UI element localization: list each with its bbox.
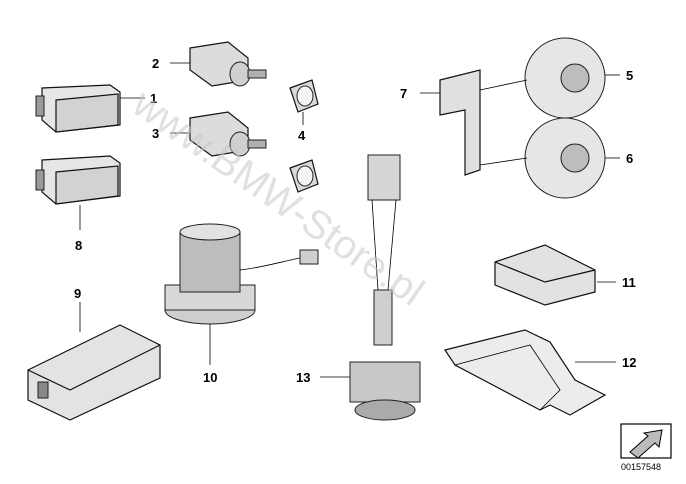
- callout-5: 5: [626, 68, 633, 83]
- part-plug-13[interactable]: [320, 154, 421, 421]
- diagram-id: 00157548: [621, 462, 661, 472]
- callout-11: 11: [622, 275, 636, 290]
- callout-2: 2: [152, 56, 159, 71]
- callout-1: 1: [150, 91, 157, 106]
- part-actuator-3[interactable]: [170, 111, 267, 157]
- callout-3: 3: [152, 126, 159, 141]
- callout-12: 12: [622, 355, 636, 370]
- callout-7: 7: [400, 86, 407, 101]
- part-horn-6[interactable]: [479, 117, 620, 199]
- callout-9: 9: [74, 286, 81, 301]
- part-beacon-10[interactable]: [164, 223, 319, 365]
- part-actuator-2[interactable]: [170, 41, 267, 87]
- part-switch-8[interactable]: [35, 155, 121, 230]
- part-bracket-7[interactable]: [420, 69, 481, 176]
- arrow-corner-icon: [620, 423, 672, 459]
- part-cap-4[interactable]: [289, 79, 319, 193]
- callout-13: 13: [296, 370, 310, 385]
- callout-8: 8: [75, 238, 82, 253]
- part-horn-5[interactable]: [479, 37, 620, 119]
- part-control-unit-9[interactable]: [27, 302, 161, 421]
- callout-6: 6: [626, 151, 633, 166]
- callout-10: 10: [203, 370, 217, 385]
- part-cover-11[interactable]: [494, 244, 616, 306]
- part-switch-1[interactable]: [35, 84, 145, 133]
- part-plate-12[interactable]: [444, 329, 616, 416]
- callout-4: 4: [298, 128, 306, 143]
